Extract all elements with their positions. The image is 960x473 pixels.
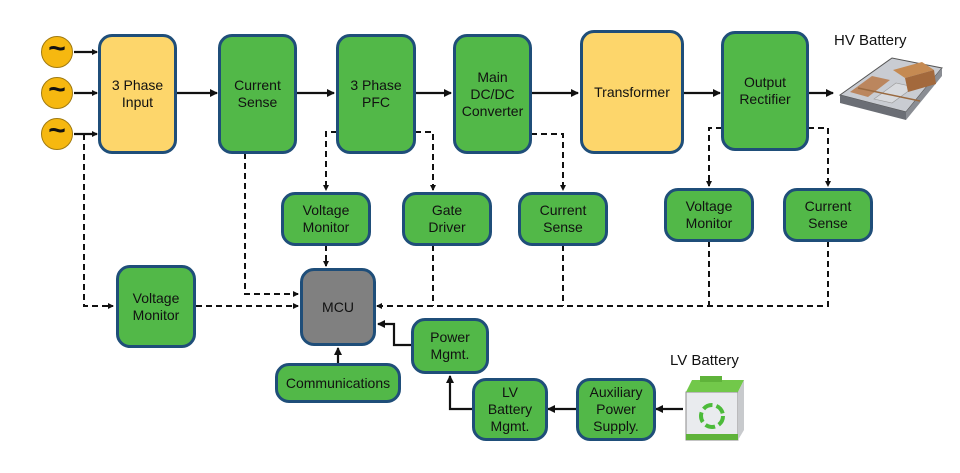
- transformer-block: Transformer: [580, 30, 684, 154]
- three-phase-input-block: 3 Phase Input: [98, 34, 177, 154]
- power-mgmt-to-mcu: [377, 320, 414, 347]
- current-sense-dcdc-block: Current Sense: [518, 192, 608, 246]
- ac-source-3: ~: [41, 114, 73, 150]
- dcdc-to-gate-driver: [415, 131, 436, 191]
- gate-driver-block: Gate Driver: [402, 192, 492, 246]
- auxiliary-power-supply-block: Auxiliary Power Supply.: [576, 378, 656, 441]
- ac-source-icon: ~: [48, 114, 66, 147]
- lv-mgmt-to-power-mgmt: [446, 375, 472, 411]
- output-rectifier-block: Output Rectifier: [721, 31, 809, 151]
- communications-block: Communications: [275, 363, 401, 403]
- ac3-to-voltage-monitor-in: [83, 134, 114, 309]
- main-dcdc-converter-block: Main DC/DC Converter: [453, 34, 532, 154]
- voltage-monitor-output-block: Voltage Monitor: [664, 188, 754, 242]
- lv-battery-recycle-icon: [685, 376, 744, 441]
- ac-source-icon: ~: [48, 73, 66, 106]
- lv-battery-label: LV Battery: [670, 352, 739, 369]
- hv-battery-label: HV Battery: [834, 32, 907, 49]
- rectifier-to-voltage-monitor: [706, 127, 722, 187]
- current-sense-1-to-mcu: [244, 153, 299, 297]
- rectifier-to-current-sense: [808, 127, 831, 187]
- ac-source-icon: ~: [48, 32, 66, 65]
- ac-source-1: ~: [41, 32, 73, 68]
- hv-battery-pack-icon: [838, 57, 943, 120]
- pfc-to-voltage-monitor: [323, 131, 337, 191]
- current-sense-block: Current Sense: [218, 34, 297, 154]
- voltage-monitor-pfc-block: Voltage Monitor: [281, 192, 371, 246]
- three-phase-pfc-block: 3 Phase PFC: [336, 34, 416, 154]
- ac-source-2: ~: [41, 73, 73, 109]
- dcdc-to-current-sense: [531, 133, 566, 191]
- current-sense-output-block: Current Sense: [783, 188, 873, 242]
- lv-battery-mgmt-block: LV Battery Mgmt.: [472, 378, 548, 441]
- voltage-monitor-input-block: Voltage Monitor: [116, 265, 196, 348]
- feedback-bus: [376, 241, 829, 309]
- power-mgmt-block: Power Mgmt.: [411, 318, 489, 374]
- mcu-block: MCU: [300, 268, 376, 346]
